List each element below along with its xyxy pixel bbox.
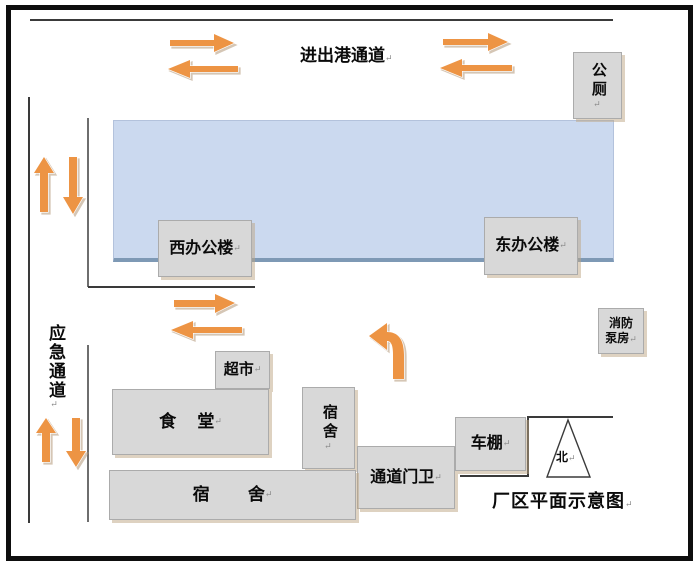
return-mark: ↵ xyxy=(559,240,567,251)
boundary-line-top xyxy=(30,19,613,21)
return-mark: ↵ xyxy=(233,242,241,253)
building-east-office: 东办公楼↵ xyxy=(484,217,578,275)
north-text: 北 xyxy=(556,450,569,464)
return-mark: ↵ xyxy=(323,442,334,452)
return-mark: ↵ xyxy=(625,499,633,509)
arrow-shape xyxy=(64,417,88,469)
east-office-text: 东办公楼 xyxy=(495,237,560,254)
return-mark: ↵ xyxy=(434,471,442,482)
port-channel-text: 进出港通道 xyxy=(300,46,385,65)
flow-arrow-down-icon xyxy=(61,156,85,216)
port-channel-label: 进出港通道↵ xyxy=(300,41,393,66)
boundary-line-west-outer xyxy=(28,97,30,523)
flow-arrow-down-icon xyxy=(64,417,88,469)
bike-shed-text: 车棚 xyxy=(470,435,503,452)
boundary-line-west-inner-lower xyxy=(87,345,89,522)
dormitory-long-text: 宿 舍 xyxy=(192,485,265,505)
return-mark: ↵ xyxy=(385,53,393,63)
turn-left-arrow-icon xyxy=(367,321,405,380)
canteen-text: 食 堂 xyxy=(159,412,215,432)
compass-triangle xyxy=(545,418,592,478)
gate-guard-text: 通道门卫 xyxy=(370,468,435,486)
fire-pump-room-text-line1: 消防 xyxy=(608,316,633,330)
public-toilet-label: 公厕↵ xyxy=(588,62,607,110)
emergency-channel-text: 应急通道 xyxy=(46,324,65,400)
plan-outer-border xyxy=(6,5,693,561)
boundary-line-west-inner-upper xyxy=(87,118,89,287)
flow-arrow-up-icon xyxy=(32,155,56,213)
return-mark: ↵ xyxy=(592,99,603,110)
arrow-shape xyxy=(367,321,405,380)
flow-arrow-right-icon xyxy=(169,32,236,54)
return-mark: ↵ xyxy=(264,489,273,500)
arrow-shape xyxy=(173,292,237,315)
return-mark: ↵ xyxy=(214,416,222,427)
flow-arrow-left-icon xyxy=(169,320,243,340)
return-mark: ↵ xyxy=(253,364,262,375)
building-supermarket: 超市↵ xyxy=(215,351,270,389)
arrow-shape xyxy=(166,59,239,79)
fire-pump-room-text-line2: 泵房 xyxy=(605,331,630,345)
arrow-shape xyxy=(169,32,236,54)
building-west-office: 西办公楼↵ xyxy=(158,220,252,277)
return-mark: ↵ xyxy=(568,453,576,463)
north-label: 北↵ xyxy=(556,448,576,465)
north-compass-icon xyxy=(545,418,592,478)
building-public-toilet: 公厕↵ xyxy=(573,52,622,119)
supermarket-text: 超市 xyxy=(223,361,254,378)
diagram-caption: 厂区平面示意图↵ xyxy=(492,487,633,513)
fire-pump-room-line2-wrap: 泵房↵ xyxy=(605,331,637,346)
arrow-shape xyxy=(442,31,510,53)
arrow-shape xyxy=(169,320,243,340)
dormitory-small-label: 宿舍↵ xyxy=(319,404,338,452)
diagram-caption-text: 厂区平面示意图 xyxy=(492,491,625,511)
arrow-shape xyxy=(34,416,58,463)
boundary-line-gate-step-vertical xyxy=(527,416,529,477)
flow-arrow-right-icon xyxy=(442,31,510,53)
arrow-shape xyxy=(61,156,85,216)
building-dormitory-long: 宿 舍↵ xyxy=(109,470,356,520)
building-gate-guard: 通道门卫↵ xyxy=(357,446,455,509)
building-dormitory-small: 宿舍↵ xyxy=(302,387,355,469)
public-toilet-text: 公厕 xyxy=(589,61,606,100)
return-mark: ↵ xyxy=(50,400,60,410)
emergency-channel-label: 应急通道↵ xyxy=(43,324,68,410)
flow-arrow-up-icon xyxy=(34,416,58,463)
flow-arrow-left-icon xyxy=(166,59,239,79)
flow-arrow-left-icon xyxy=(438,58,513,78)
building-canteen: 食 堂↵ xyxy=(112,389,269,455)
flow-arrow-right-icon xyxy=(173,292,237,315)
return-mark: ↵ xyxy=(502,438,511,449)
dormitory-small-text: 宿舍 xyxy=(320,404,337,442)
building-fire-pump-room: 消防 泵房↵ xyxy=(598,308,644,354)
arrow-shape xyxy=(438,58,513,78)
arrow-shape xyxy=(32,155,56,213)
boundary-line-gate-step-upper xyxy=(527,416,613,418)
boundary-line-office-bottom xyxy=(88,286,255,288)
building-bike-shed: 车棚↵ xyxy=(455,417,526,471)
return-mark: ↵ xyxy=(629,334,637,344)
boundary-line-gate-step-lower xyxy=(460,475,529,477)
west-office-text: 西办公楼 xyxy=(169,239,234,257)
